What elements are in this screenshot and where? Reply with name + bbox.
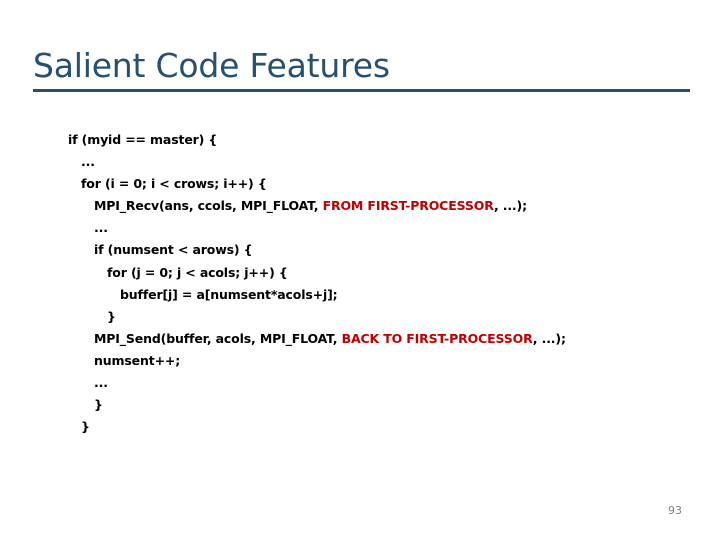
code-token: ... [94,220,108,236]
code-token: for (i = 0; i < crows; i++) { [81,176,267,192]
code-line: ... [68,372,668,394]
code-token: ... [94,375,108,391]
code-line: for (j = 0; j < acols; j++) { [68,262,668,284]
code-token: if (numsent < arows) { [94,242,253,258]
code-token: , ...); [493,198,527,214]
code-token: MPI_Recv(ans, ccols, MPI_FLOAT, [94,198,323,214]
code-token: numsent++; [94,352,181,368]
code-token: ... [81,154,95,170]
code-highlight-token: BACK TO FIRST-PROCESSOR [341,330,533,346]
code-token: for (j = 0; j < acols; j++) { [107,264,288,280]
code-token: } [107,308,116,324]
code-line: ... [68,217,668,239]
page-number: 93 [668,504,682,517]
code-line: MPI_Send(buffer, acols, MPI_FLOAT, BACK … [68,328,668,350]
code-line: for (i = 0; i < crows; i++) { [68,173,668,195]
code-token: } [81,419,90,435]
code-token: } [94,397,103,413]
code-line: if (myid == master) { [68,129,668,151]
title-underline-rule [33,89,690,92]
code-token: , ...); [532,330,566,346]
code-listing: if (myid == master) {... for (i = 0; i < … [68,129,668,438]
code-line: numsent++; [68,350,668,372]
code-line: } [68,416,668,438]
code-line: if (numsent < arows) { [68,239,668,261]
page-title: Salient Code Features [33,46,390,85]
code-token: MPI_Send(buffer, acols, MPI_FLOAT, [94,330,342,346]
code-token: buffer[j] = a[numsent*acols+j]; [120,286,338,302]
code-line: MPI_Recv(ans, ccols, MPI_FLOAT, FROM FIR… [68,195,668,217]
code-line: ... [68,151,668,173]
code-line: } [68,394,668,416]
code-line: } [68,306,668,328]
code-line: buffer[j] = a[numsent*acols+j]; [68,284,668,306]
code-token: if (myid == master) { [68,132,218,147]
code-highlight-token: FROM FIRST-PROCESSOR [322,198,494,214]
